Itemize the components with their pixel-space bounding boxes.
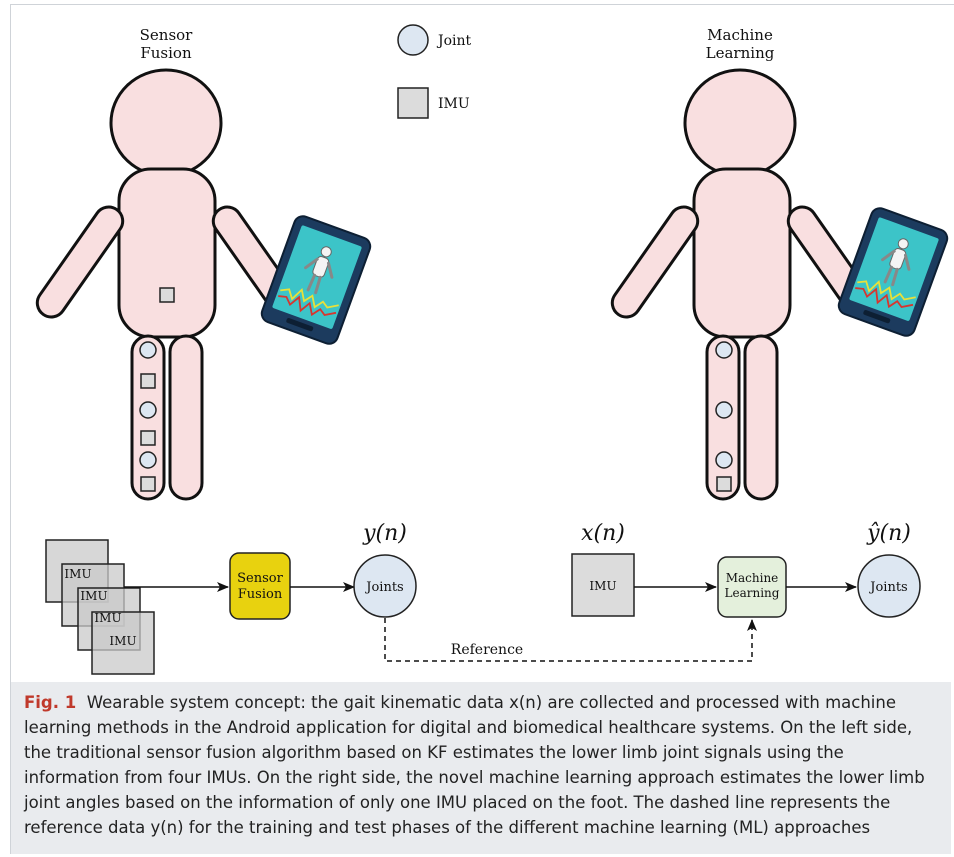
machine-learning-label-line1: Machine: [726, 571, 779, 585]
left-arm-left: [35, 205, 125, 319]
left-leg-right: [168, 334, 204, 501]
caption-text: Wearable system concept: the gait kinema…: [24, 693, 925, 837]
right-tablet-icon: [837, 207, 949, 337]
joint-icon: [715, 401, 733, 419]
right-joints-node: [857, 554, 921, 618]
imu-stack: [45, 539, 155, 675]
right-title-line2: Learning: [706, 44, 775, 62]
right-body-figure: [610, 68, 876, 501]
left-tablet-icon: [260, 215, 372, 345]
left-title-line2: Fusion: [140, 44, 192, 62]
right-title-line1: Machine: [707, 26, 773, 44]
left-sensors: [139, 287, 175, 492]
joint-icon: [139, 401, 157, 419]
right-leg-right: [743, 334, 779, 501]
right-input-math: x(n): [581, 521, 625, 546]
sensor-fusion-box: [229, 552, 291, 620]
caption-label: Fig. 1: [24, 693, 77, 712]
imu-stack-label: IMU: [94, 611, 121, 625]
right-output-math: ŷ(n): [866, 521, 911, 546]
left-joints-label: Joints: [364, 580, 403, 595]
left-joints-node: [353, 554, 417, 618]
sensor-fusion-label-line2: Fusion: [238, 587, 283, 602]
sensor-fusion-label-line1: Sensor: [237, 571, 283, 586]
reference-dashed-line: [384, 618, 757, 662]
left-output-math: y(n): [362, 521, 407, 546]
joint-icon: [139, 451, 157, 469]
left-body-figure: [35, 68, 301, 501]
imu-icon: [140, 430, 156, 446]
imu-icon: [140, 476, 156, 492]
left-title-line1: Sensor: [140, 26, 194, 44]
left-head: [109, 68, 223, 178]
right-torso: [692, 167, 792, 339]
left-torso: [117, 167, 217, 339]
imu-icon: [716, 476, 732, 492]
legend-joint-label: Joint: [436, 33, 472, 49]
imu-stack-label: IMU: [64, 567, 91, 581]
joint-icon: [715, 341, 733, 359]
legend-joint-icon: [397, 24, 429, 56]
reference-label: Reference: [451, 642, 523, 658]
right-sensors: [715, 341, 733, 492]
caption-background: [10, 682, 951, 854]
imu-icon: [140, 373, 156, 389]
legend-imu-icon: [397, 87, 429, 119]
legend-imu-label: IMU: [438, 96, 470, 112]
joint-icon: [139, 341, 157, 359]
right-imu-label: IMU: [589, 579, 616, 593]
imu-stack-label: IMU: [109, 634, 136, 648]
imu-stack-label: IMU: [80, 589, 107, 603]
machine-learning-label-line2: Learning: [725, 586, 780, 600]
figure-frame: [10, 4, 954, 682]
right-arm-left: [610, 205, 700, 319]
right-imu-box: [571, 553, 635, 617]
figure-caption: Fig. 1 Wearable system concept: the gait…: [24, 690, 942, 840]
right-head: [683, 68, 797, 178]
joint-icon: [715, 451, 733, 469]
right-joints-label: Joints: [868, 580, 907, 595]
imu-icon: [159, 287, 175, 303]
